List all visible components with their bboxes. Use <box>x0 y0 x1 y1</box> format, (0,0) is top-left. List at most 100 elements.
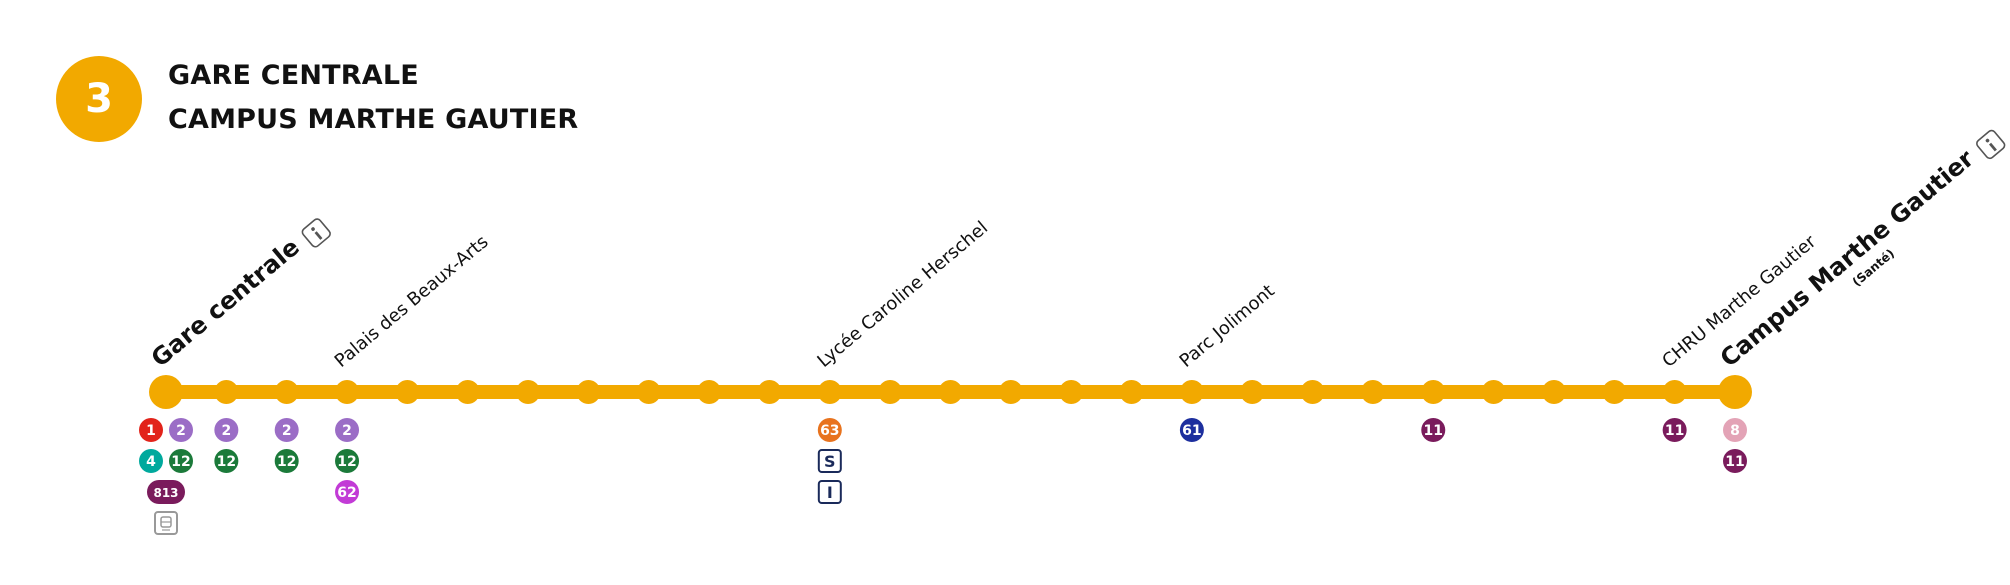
badge-circle <box>335 449 360 473</box>
connection-badge-12[interactable]: 12 <box>335 449 360 473</box>
stop-marker[interactable] <box>1481 380 1506 404</box>
badge-label: 12 <box>277 454 296 470</box>
connection-badge-1[interactable]: 1 <box>139 418 163 442</box>
stop-marker[interactable] <box>1119 380 1144 404</box>
stop-label-group: Parc Jolimont <box>1176 281 1279 372</box>
stop-marker[interactable] <box>516 380 541 404</box>
stop-marker[interactable] <box>998 380 1023 404</box>
badge-label: 62 <box>337 485 356 501</box>
badge-label: 4 <box>146 454 156 470</box>
badge-circle <box>1179 418 1204 442</box>
badge-circle <box>169 418 193 442</box>
stop-marker[interactable] <box>1421 380 1446 404</box>
destination-terminus: CAMPUS MARTHE GAUTIER <box>168 104 579 135</box>
badge-circle <box>139 449 163 473</box>
stop-label-group: Lycée Caroline Herschel <box>814 217 992 372</box>
badge-circle <box>335 480 360 504</box>
badge-circle <box>817 418 842 442</box>
connection-badge-63[interactable]: 63 <box>817 418 842 442</box>
connection-badge-2[interactable]: 2 <box>335 418 360 442</box>
stop-name: Lycée Caroline Herschel <box>814 217 992 372</box>
destination-origin: GARE CENTRALE <box>168 60 419 91</box>
stop-marker[interactable] <box>1360 380 1385 404</box>
info-icon[interactable] <box>301 217 332 248</box>
stop-marker[interactable] <box>1300 380 1325 404</box>
stop-marker[interactable] <box>757 380 782 404</box>
line-number-badge: 3 <box>56 56 142 142</box>
badge-frame <box>817 449 842 473</box>
stop-marker[interactable] <box>878 380 903 404</box>
stop-marker[interactable] <box>938 380 963 404</box>
connection-badge-12[interactable]: 12 <box>274 449 299 473</box>
connection-badge-4[interactable]: 4 <box>139 449 163 473</box>
connection-badge-11[interactable]: 11 <box>1421 418 1446 442</box>
stop-marker[interactable] <box>1179 380 1204 404</box>
stop-marker[interactable] <box>274 380 299 404</box>
connection-badge-813[interactable]: 813 <box>147 480 185 504</box>
stop-marker[interactable] <box>697 380 722 404</box>
badge-label: 8 <box>1730 423 1740 439</box>
stop-name: Gare centrale <box>146 233 305 373</box>
train-icon[interactable] <box>154 511 178 535</box>
badge-frame <box>154 511 178 535</box>
info-icon[interactable] <box>1975 129 2006 160</box>
badge-circle <box>274 449 299 473</box>
stop-label-group: Campus Marthe Gautier(Santé) <box>1715 144 1979 372</box>
stop-marker[interactable] <box>1602 380 1627 404</box>
badge-circle <box>139 418 163 442</box>
badge-label: I <box>827 483 833 502</box>
connection-badge-8[interactable]: 8 <box>1723 418 1747 442</box>
badge-label: 2 <box>176 423 186 439</box>
badge-label: 12 <box>217 454 236 470</box>
stop-marker[interactable] <box>1240 380 1265 404</box>
badge-circle <box>169 449 193 473</box>
stop-marker[interactable] <box>335 380 360 404</box>
badge-label: S <box>824 452 836 471</box>
stop-name: Palais des Beaux-Arts <box>331 231 493 372</box>
connection-badge-11[interactable]: 11 <box>1662 418 1687 442</box>
terminus-stop-marker[interactable] <box>1718 375 1752 409</box>
stop-marker[interactable] <box>1059 380 1084 404</box>
badge-label: 12 <box>337 454 356 470</box>
badge-circle <box>1723 418 1747 442</box>
badge-label: 61 <box>1182 423 1201 439</box>
stop-name: Parc Jolimont <box>1176 281 1279 372</box>
connection-badge-I[interactable]: I <box>817 480 842 504</box>
badge-label: 813 <box>153 486 178 500</box>
stop-marker[interactable] <box>576 380 601 404</box>
terminus-stop-marker[interactable] <box>149 375 183 409</box>
badge-label: 2 <box>221 423 231 439</box>
badge-label: 1 <box>146 423 156 439</box>
connection-badge-11[interactable]: 11 <box>1723 449 1747 473</box>
stop-marker[interactable] <box>1541 380 1566 404</box>
badge-label: 63 <box>820 423 839 439</box>
badge-circle <box>1421 418 1446 442</box>
connection-badge-62[interactable]: 62 <box>335 480 360 504</box>
connection-badge-12[interactable]: 12 <box>214 449 239 473</box>
badge-circle <box>1662 418 1687 442</box>
connection-badge-12[interactable]: 12 <box>169 449 193 473</box>
stop-marker[interactable] <box>1662 380 1687 404</box>
connection-badge-2[interactable]: 2 <box>169 418 193 442</box>
badge-circle <box>214 418 239 442</box>
badge-label: 2 <box>342 423 352 439</box>
stop-name: Campus Marthe Gautier <box>1715 144 1979 372</box>
connection-badge-S[interactable]: S <box>817 449 842 473</box>
badge-frame <box>817 480 842 504</box>
connection-badge-61[interactable]: 61 <box>1179 418 1204 442</box>
badge-label: 11 <box>1725 454 1744 470</box>
badge-label: 2 <box>282 423 292 439</box>
badge-circle <box>1723 449 1747 473</box>
stop-marker[interactable] <box>455 380 480 404</box>
connection-badge-2[interactable]: 2 <box>214 418 239 442</box>
stop-marker[interactable] <box>817 380 842 404</box>
badge-circle <box>274 418 299 442</box>
badge-label: 12 <box>171 454 190 470</box>
connection-badge-2[interactable]: 2 <box>274 418 299 442</box>
badge-circle <box>214 449 239 473</box>
stop-marker[interactable] <box>636 380 661 404</box>
badge-pill <box>147 480 185 504</box>
stop-marker[interactable] <box>214 380 239 404</box>
stop-marker[interactable] <box>395 380 420 404</box>
